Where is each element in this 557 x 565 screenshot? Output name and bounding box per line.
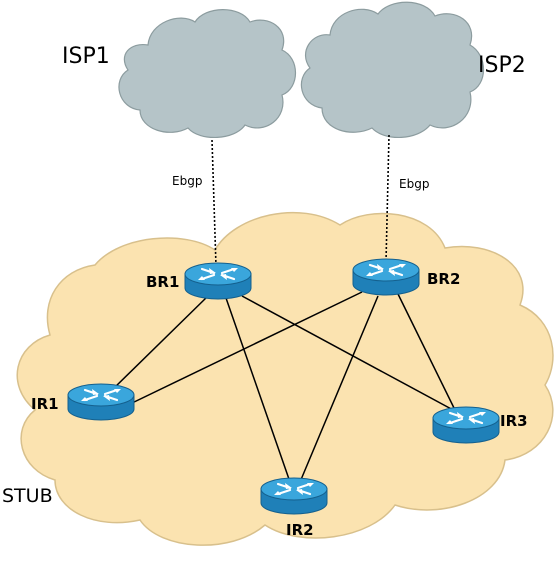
stub-area-label: STUB [2, 485, 53, 507]
link-br2-ir3 [397, 293, 456, 411]
router-ir2[interactable] [260, 477, 328, 515]
router-label-ir3: IR3 [500, 412, 528, 430]
router-icon [432, 406, 500, 444]
router-label-ir2: IR2 [286, 521, 314, 539]
routers [67, 258, 500, 515]
link-br2-ir1 [129, 291, 363, 405]
link-label-isp2-br2: Ebgp [399, 177, 429, 191]
link-br1-ir1 [111, 295, 209, 391]
router-label-br1: BR1 [146, 273, 179, 291]
link-br2-ir2 [299, 295, 379, 483]
isp2-cloud [300, 1, 484, 139]
router-icon [352, 258, 420, 296]
isp1-cloud [118, 9, 296, 139]
router-label-ir1: IR1 [31, 395, 59, 413]
router-icon [260, 477, 328, 515]
link-label-isp1-br1: Ebgp [172, 174, 202, 188]
router-label-br2: BR2 [427, 270, 460, 288]
link-br1-ir3 [241, 295, 456, 412]
stub-area-cloud [16, 211, 554, 546]
router-br2[interactable] [352, 258, 420, 296]
router-icon [184, 262, 252, 300]
router-ir1[interactable] [67, 383, 135, 421]
links [111, 134, 456, 483]
router-br1[interactable] [184, 262, 252, 300]
isp1-label: ISP1 [62, 44, 110, 69]
isp2-label: ISP2 [478, 53, 526, 78]
router-icon [67, 383, 135, 421]
router-ir3[interactable] [432, 406, 500, 444]
link-br1-ir2 [225, 297, 291, 483]
link-isp2-br2 [385, 134, 390, 263]
link-isp1-br1 [211, 139, 217, 267]
